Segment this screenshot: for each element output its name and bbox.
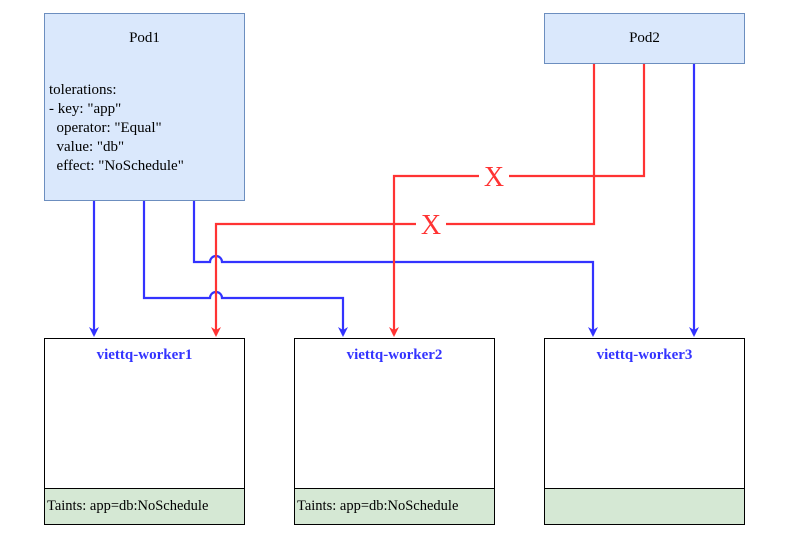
worker1-taint-label: Taints: app=db:NoSchedule xyxy=(47,498,209,514)
pod1-tolerations: tolerations: - key: "app" operator: "Equ… xyxy=(44,63,245,201)
toleration-line: - key: "app" xyxy=(49,101,122,117)
worker1-taint: Taints: app=db:NoSchedule xyxy=(44,488,245,525)
blocked-mark-bg xyxy=(479,163,509,189)
pod2-header[interactable]: Pod2 xyxy=(544,13,745,64)
blocked-mark-worker2: X xyxy=(484,162,504,193)
edge-pod1-worker2 xyxy=(142,201,348,337)
pod2-name: Pod2 xyxy=(629,30,660,46)
worker2-title: viettq-worker2 xyxy=(346,347,443,363)
toleration-line: value: "db" xyxy=(49,139,125,155)
pod1-header[interactable]: Pod1 xyxy=(44,13,245,64)
toleration-line: operator: "Equal" xyxy=(49,120,162,136)
worker3-node[interactable]: viettq-worker3 xyxy=(544,338,745,489)
worker1-node[interactable]: viettq-worker1 xyxy=(44,338,245,489)
toleration-line: effect: "NoSchedule" xyxy=(49,158,184,174)
edge-pod2-worker1-blocked xyxy=(211,63,596,337)
worker3-taint xyxy=(544,488,745,525)
blocked-mark-bg xyxy=(416,211,446,237)
worker2-node[interactable]: viettq-worker2 xyxy=(294,338,495,489)
worker2-taint: Taints: app=db:NoSchedule xyxy=(294,488,495,525)
edge-pod2-worker2-blocked xyxy=(389,63,646,337)
worker2-taint-label: Taints: app=db:NoSchedule xyxy=(297,498,459,514)
worker1-title: viettq-worker1 xyxy=(96,347,193,363)
worker3-title: viettq-worker3 xyxy=(596,347,693,363)
pod1-name: Pod1 xyxy=(129,30,160,46)
blocked-mark-worker1: X xyxy=(421,210,441,241)
toleration-line: tolerations: xyxy=(49,82,117,98)
